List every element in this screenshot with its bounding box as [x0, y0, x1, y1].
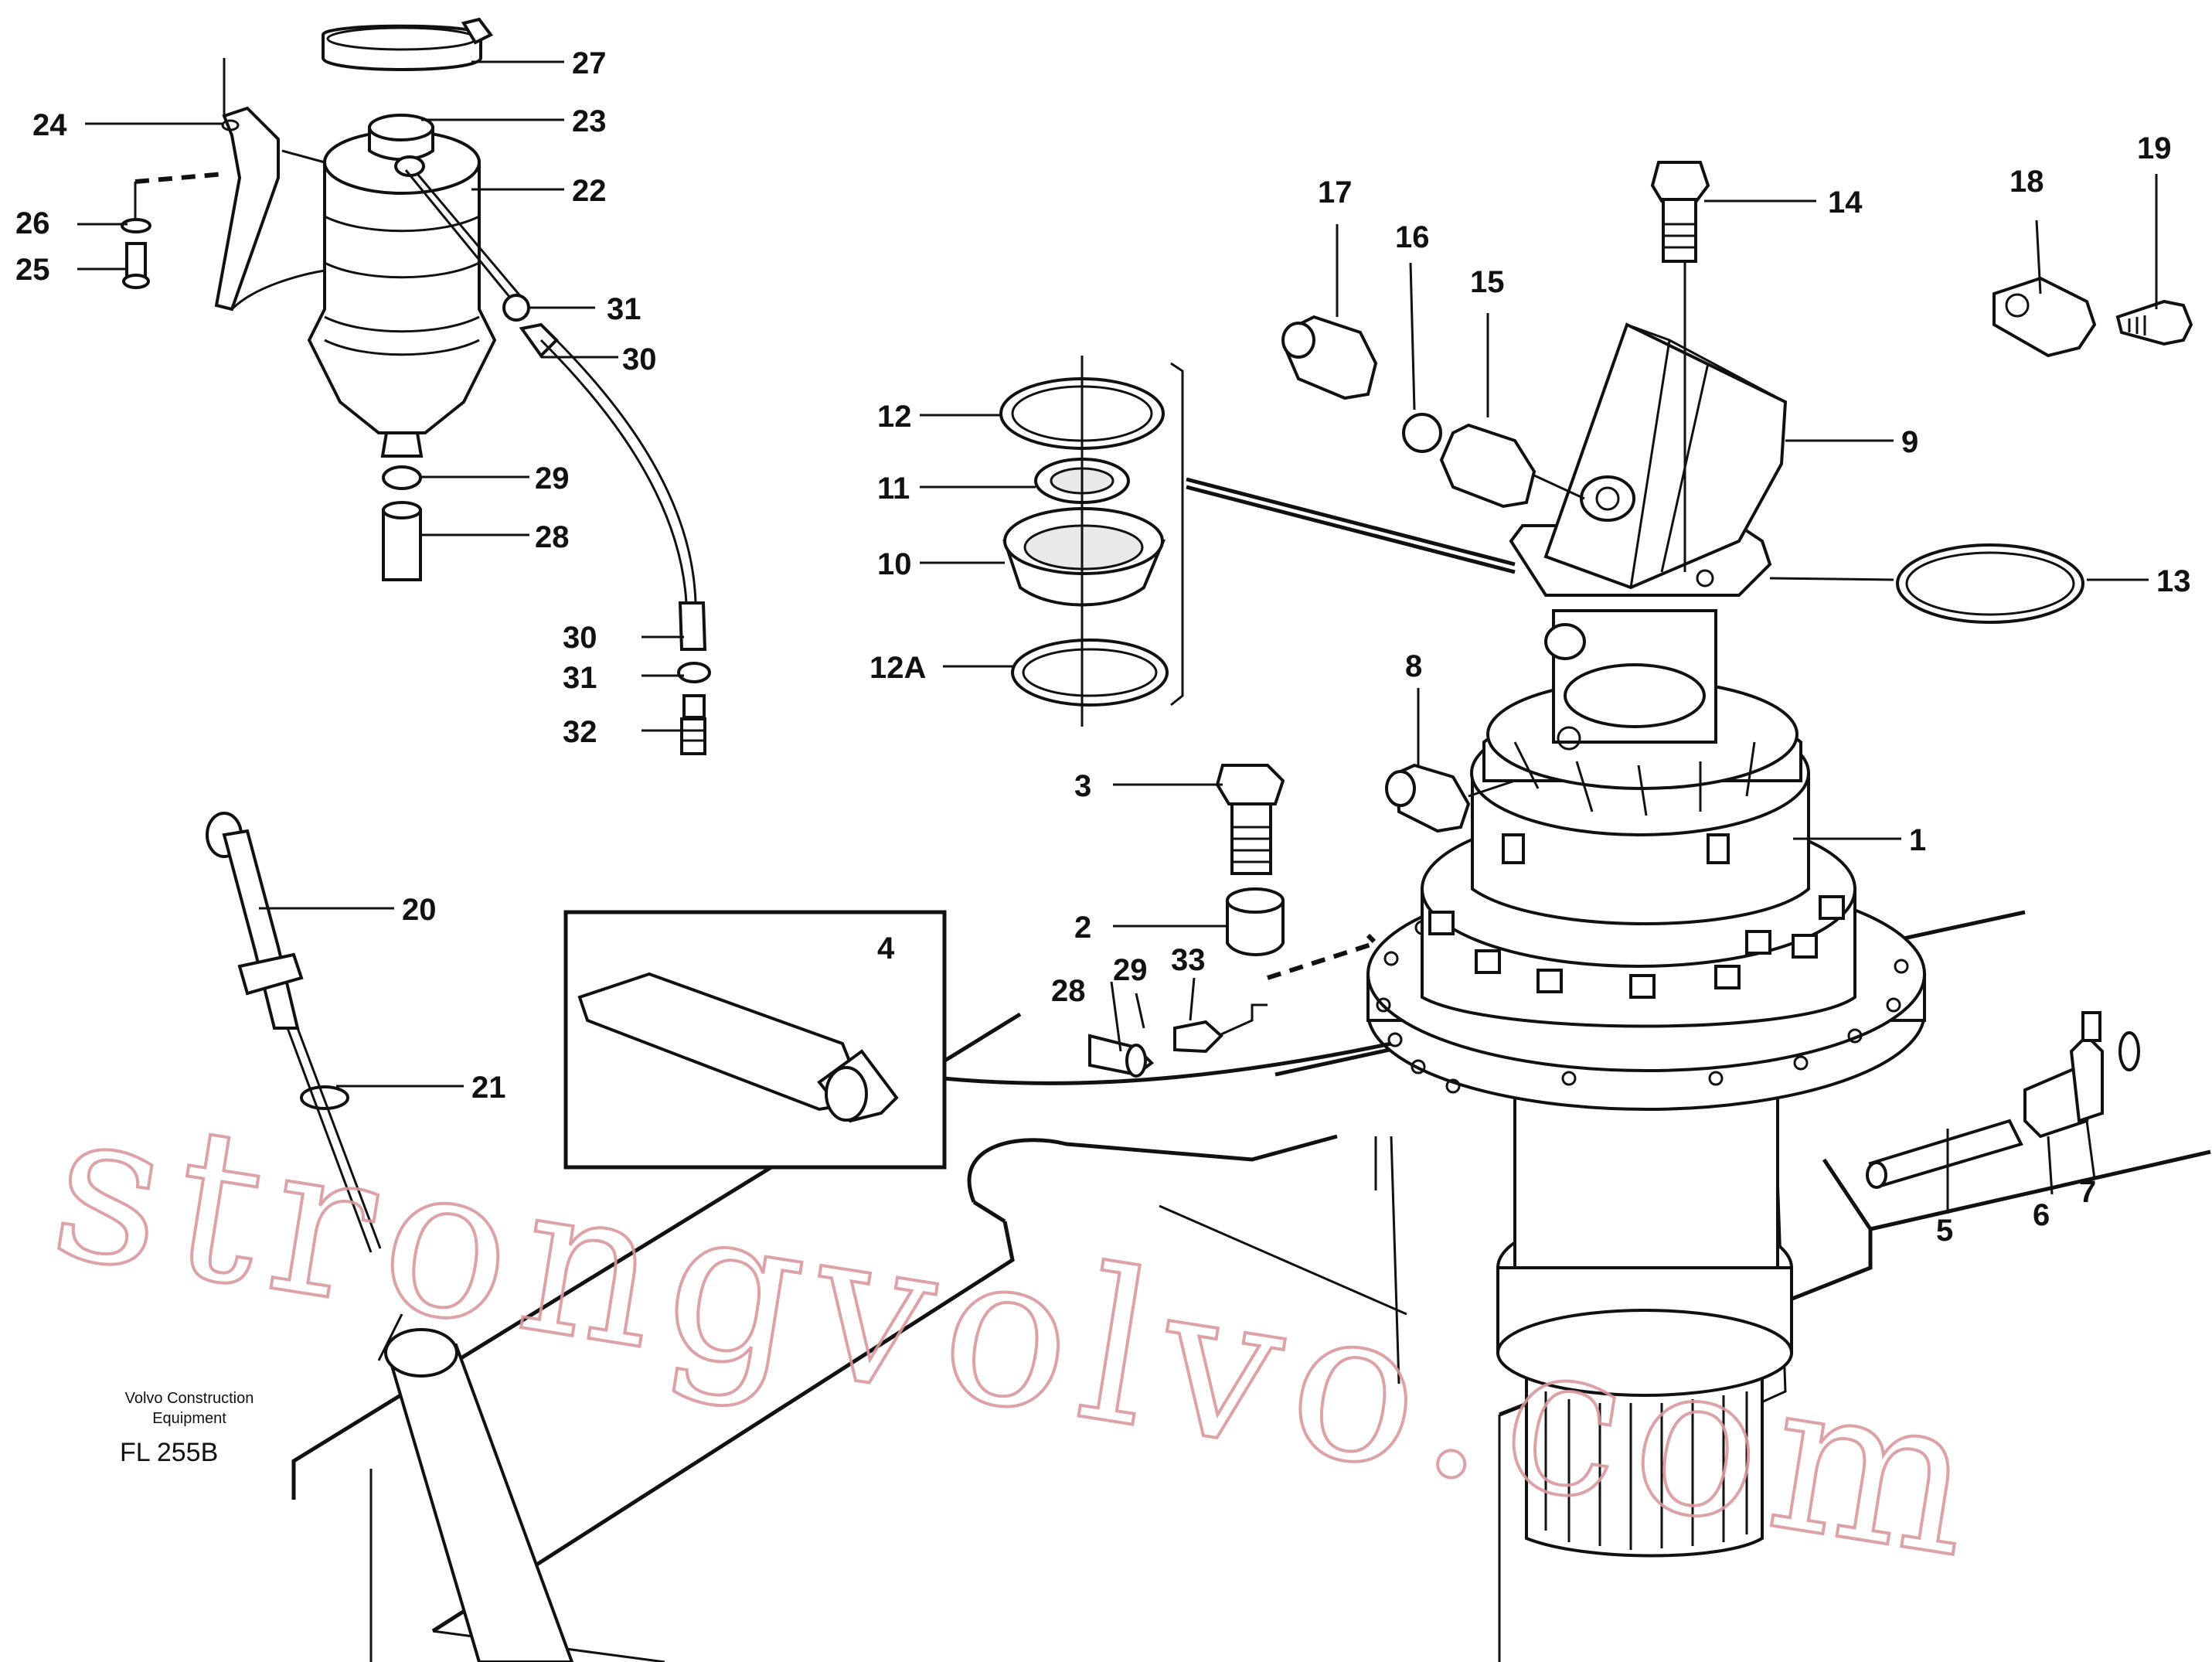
figure-code: FL 255B: [120, 1438, 218, 1467]
callout-12: 12: [877, 400, 912, 434]
fittings-8-3-2: [1215, 763, 1516, 956]
callout-23: 23: [572, 104, 607, 138]
callout-1: 1: [1909, 823, 1926, 857]
callout-labels: 27 23 24 22 26 25 31 30 29 28 30 31 32 1…: [15, 46, 2191, 1248]
callout-11: 11: [877, 472, 910, 506]
callout-29-lower: 29: [1113, 953, 1148, 987]
grease-line: [942, 933, 1392, 1085]
callout-31-bottom: 31: [563, 661, 597, 695]
callout-7: 7: [2079, 1175, 2096, 1209]
callout-28-lower: 28: [1051, 974, 1086, 1008]
hose-end-6-7: [1866, 1011, 2140, 1189]
callout-20: 20: [402, 893, 437, 927]
footer: Volvo Construction Equipment FL 255B: [120, 1390, 254, 1467]
o-ring-13: [1896, 543, 2084, 624]
callout-2: 2: [1074, 911, 1091, 945]
callout-24: 24: [32, 108, 67, 142]
callout-8: 8: [1405, 649, 1422, 683]
callout-4: 4: [877, 931, 895, 966]
callout-9: 9: [1901, 425, 1918, 459]
callout-15: 15: [1470, 265, 1505, 299]
callout-30-top: 30: [622, 342, 657, 376]
callout-10: 10: [877, 547, 912, 581]
callout-13: 13: [2156, 564, 2191, 598]
callout-21: 21: [471, 1071, 506, 1105]
callout-32: 32: [563, 715, 597, 749]
grease-gun-box-4: [563, 910, 947, 1170]
dipstick: [206, 812, 574, 1662]
callout-14: 14: [1828, 186, 1863, 220]
callout-31-top: 31: [607, 292, 641, 326]
callout-3: 3: [1074, 769, 1091, 803]
callout-29: 29: [535, 461, 570, 496]
grease-reservoir: [121, 17, 497, 458]
callout-25: 25: [15, 253, 50, 287]
callout-28: 28: [535, 520, 570, 554]
callout-12A: 12A: [869, 651, 926, 685]
callout-17: 17: [1318, 175, 1353, 209]
callout-27: 27: [572, 46, 607, 80]
callout-22: 22: [572, 174, 607, 208]
flange-holes: [1376, 920, 1909, 1094]
callout-19: 19: [2137, 131, 2172, 165]
callout-5: 5: [1936, 1214, 1953, 1248]
hose-28-29: [382, 465, 422, 581]
footer-company-line2: Equipment: [152, 1410, 226, 1427]
seal-kit: [999, 356, 1516, 727]
upper-fittings: [1281, 161, 2193, 572]
slew-gear-assembly: [1366, 322, 1926, 1558]
callout-26: 26: [15, 206, 50, 240]
callout-18: 18: [2010, 165, 2044, 199]
callout-30-bottom: 30: [563, 621, 597, 655]
ring-bolts: [1428, 895, 1845, 999]
hose-30-31-32: [404, 169, 711, 755]
callout-16: 16: [1395, 220, 1430, 254]
footer-company-line1: Volvo Construction: [125, 1390, 254, 1407]
callout-6: 6: [2033, 1198, 2050, 1232]
callout-33: 33: [1171, 943, 1206, 977]
leader-lines: [77, 60, 2158, 1214]
